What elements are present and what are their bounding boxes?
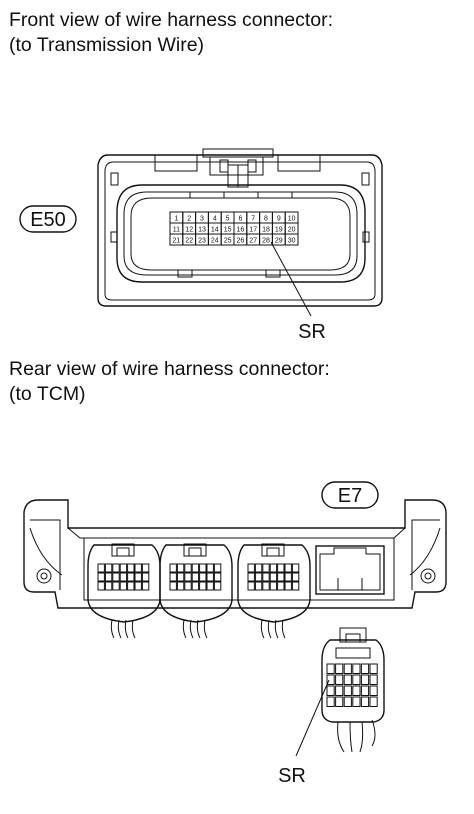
pin-number: 2 bbox=[187, 216, 191, 223]
pin-number: 27 bbox=[249, 238, 257, 245]
pin-number: 25 bbox=[224, 238, 232, 245]
harness-plug bbox=[159, 543, 233, 639]
pin-number: 23 bbox=[198, 238, 206, 245]
pin-number: 20 bbox=[288, 227, 296, 234]
pin-number: 14 bbox=[211, 227, 219, 234]
front-view-subtitle: (to Transmission Wire) bbox=[9, 34, 205, 56]
pin-number: 30 bbox=[288, 238, 296, 245]
front-view-title: Front view of wire harness connector: bbox=[9, 9, 334, 31]
pin-number: 8 bbox=[264, 216, 268, 223]
pin-number: 29 bbox=[275, 238, 283, 245]
pin-number: 15 bbox=[224, 227, 232, 234]
e7-tcm-body bbox=[23, 499, 447, 609]
pin-number: 7 bbox=[251, 216, 255, 223]
tcm-harness-plugs bbox=[87, 543, 311, 639]
pin-number: 12 bbox=[185, 227, 193, 234]
pin-number: 6 bbox=[238, 216, 242, 223]
pin-number: 19 bbox=[275, 227, 283, 234]
pin-number: 5 bbox=[226, 216, 230, 223]
pin-number: 24 bbox=[211, 238, 219, 245]
harness-plug bbox=[237, 543, 311, 639]
front-sr-label: SR bbox=[298, 321, 326, 343]
pin-number: 9 bbox=[277, 216, 281, 223]
rear-sr-label: SR bbox=[278, 765, 306, 787]
pin-number: 11 bbox=[173, 227, 180, 234]
tcm-empty-socket bbox=[315, 545, 385, 595]
pin-number: 21 bbox=[173, 238, 181, 245]
pin-number: 18 bbox=[262, 227, 270, 234]
pin-number: 10 bbox=[288, 216, 296, 223]
pin-number: 13 bbox=[198, 227, 206, 234]
e50-label-bubble: E50 bbox=[19, 205, 77, 233]
rear-view-caption: Rear view of wire harness connector: (to… bbox=[9, 357, 330, 407]
pin-number: 16 bbox=[237, 227, 245, 234]
e7-label-bubble: E7 bbox=[321, 481, 379, 509]
pin-cell bbox=[284, 233, 299, 246]
rear-view-title: Rear view of wire harness connector: bbox=[9, 358, 330, 380]
rear-sr-callout: SR bbox=[278, 679, 330, 787]
front-sr-callout: SR bbox=[270, 241, 326, 343]
e50-label: E50 bbox=[30, 209, 66, 231]
pin-number: 17 bbox=[249, 227, 257, 234]
rear-view-subtitle: (to TCM) bbox=[9, 383, 86, 405]
pin-number: 22 bbox=[185, 238, 193, 245]
pin-number: 28 bbox=[262, 238, 270, 245]
pin-number: 3 bbox=[200, 216, 204, 223]
e7-label: E7 bbox=[338, 485, 362, 507]
pin-number: 26 bbox=[237, 238, 245, 245]
pin-number: 4 bbox=[213, 216, 217, 223]
detached-harness-plug bbox=[321, 627, 385, 753]
front-view-caption: Front view of wire harness connector: (t… bbox=[9, 8, 333, 58]
pin-number: 1 bbox=[174, 216, 178, 223]
harness-plug bbox=[87, 543, 161, 639]
